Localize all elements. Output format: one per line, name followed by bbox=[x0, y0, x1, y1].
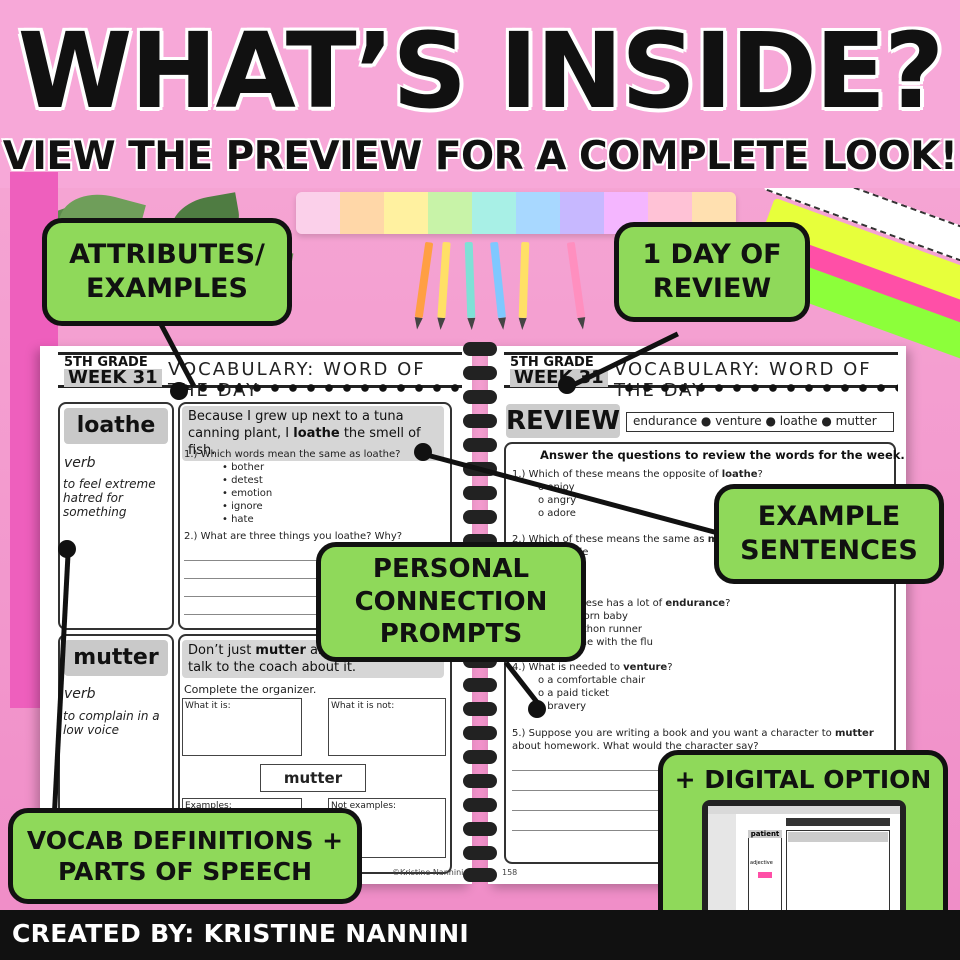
review-instruction: Answer the questions to review the words… bbox=[540, 448, 905, 462]
creator-credit: CREATED BY: KRISTINE NANNINI bbox=[12, 919, 470, 948]
page-title: WHAT’S INSIDE? bbox=[17, 10, 945, 132]
laptop-question-box bbox=[786, 830, 890, 916]
grade-label: 5TH GRADE bbox=[510, 355, 594, 370]
review-word-bank: endurance ● venture ● loathe ● mutter bbox=[626, 412, 894, 432]
footer-bar: CREATED BY: KRISTINE NANNINI bbox=[0, 910, 960, 960]
organizer-instruction: Complete the organizer. bbox=[184, 683, 317, 696]
week-label: WEEK 31 bbox=[64, 369, 162, 387]
organizer-what-it-is-not[interactable]: What it is not: bbox=[328, 698, 446, 756]
pencil bbox=[518, 241, 530, 319]
definition: to complain in a low voice bbox=[63, 709, 160, 737]
review-options-4: o a comfortable chair o a paid ticket o … bbox=[538, 675, 646, 712]
organizer-center-word: mutter bbox=[260, 764, 366, 792]
page-number: 158 bbox=[502, 868, 518, 877]
laptop-header-bar bbox=[786, 818, 890, 826]
laptop-toolbar bbox=[708, 806, 900, 814]
pencil bbox=[414, 241, 434, 319]
pencil bbox=[490, 241, 506, 319]
review-question-4: 4.) What is needed to venture? bbox=[512, 662, 673, 673]
review-title: REVIEW bbox=[506, 404, 621, 438]
pointer-dot bbox=[558, 376, 576, 394]
laptop-word: patient bbox=[748, 830, 782, 838]
answer-line[interactable] bbox=[512, 830, 672, 831]
review-question-3: 3.) Which of these has a lot of enduranc… bbox=[512, 598, 731, 609]
pointer-dot bbox=[170, 382, 188, 400]
callout-definitions: VOCAB DEFINITIONS +PARTS OF SPEECH bbox=[8, 808, 362, 904]
pointer-dot bbox=[58, 540, 76, 558]
dot-divider bbox=[620, 383, 898, 393]
header-banner: WHAT’S INSIDE? VIEW THE PREVIEW FOR A CO… bbox=[0, 0, 960, 188]
pointer-dot bbox=[414, 443, 432, 461]
word-tag: loathe bbox=[64, 408, 168, 444]
vocab-heading: VOCABULARY: WORD OF THE DAY bbox=[614, 359, 872, 401]
pencil bbox=[437, 241, 451, 319]
pointer-dot bbox=[528, 700, 546, 718]
answer-line[interactable] bbox=[512, 810, 672, 811]
laptop-sidebar bbox=[708, 814, 736, 922]
page-subtitle: VIEW THE PREVIEW FOR A COMPLETE LOOK! bbox=[2, 134, 958, 179]
dot-divider bbox=[176, 383, 462, 393]
organizer-what-it-is[interactable]: What it is: bbox=[182, 698, 302, 756]
copyright: ©Kristine Nannini bbox=[392, 868, 464, 877]
review-question-5: 5.) Suppose you are writing a book and y… bbox=[512, 728, 874, 752]
definition: to feel extreme hatred for something bbox=[63, 477, 156, 519]
example-sentence: Because I grew up next to a tuna canning… bbox=[182, 406, 444, 461]
callout-attributes-examples: ATTRIBUTES/EXAMPLES bbox=[42, 218, 292, 326]
answer-line[interactable] bbox=[184, 560, 446, 561]
part-of-speech: verb bbox=[64, 455, 96, 471]
pencil bbox=[566, 241, 586, 319]
pencil bbox=[464, 241, 476, 319]
question-2: 2.) What are three things you loathe? Wh… bbox=[184, 531, 403, 542]
grade-label: 5TH GRADE bbox=[64, 355, 148, 370]
laptop-sentence-bar bbox=[788, 832, 888, 842]
answer-line[interactable] bbox=[184, 596, 446, 597]
review-question-1: 1.) Which of these means the opposite of… bbox=[512, 469, 763, 480]
option-list: • bother • detest • emotion • ignore • h… bbox=[222, 462, 273, 525]
laptop-pink-mark bbox=[758, 872, 772, 878]
answer-line[interactable] bbox=[512, 790, 672, 791]
laptop-screen: patient adjective bbox=[702, 800, 906, 928]
answer-line[interactable] bbox=[184, 578, 446, 579]
answer-line[interactable] bbox=[184, 614, 446, 615]
word-tag: mutter bbox=[64, 640, 168, 676]
vocab-heading: VOCABULARY: WORD OF THE DAY bbox=[168, 359, 426, 401]
part-of-speech: verb bbox=[64, 686, 96, 702]
answer-line[interactable] bbox=[512, 770, 672, 771]
digital-option-label: + DIGITAL OPTION bbox=[674, 765, 932, 794]
question-1: 1.) Which words mean the same as loathe? bbox=[184, 449, 401, 460]
laptop-pos: adjective bbox=[750, 860, 773, 866]
